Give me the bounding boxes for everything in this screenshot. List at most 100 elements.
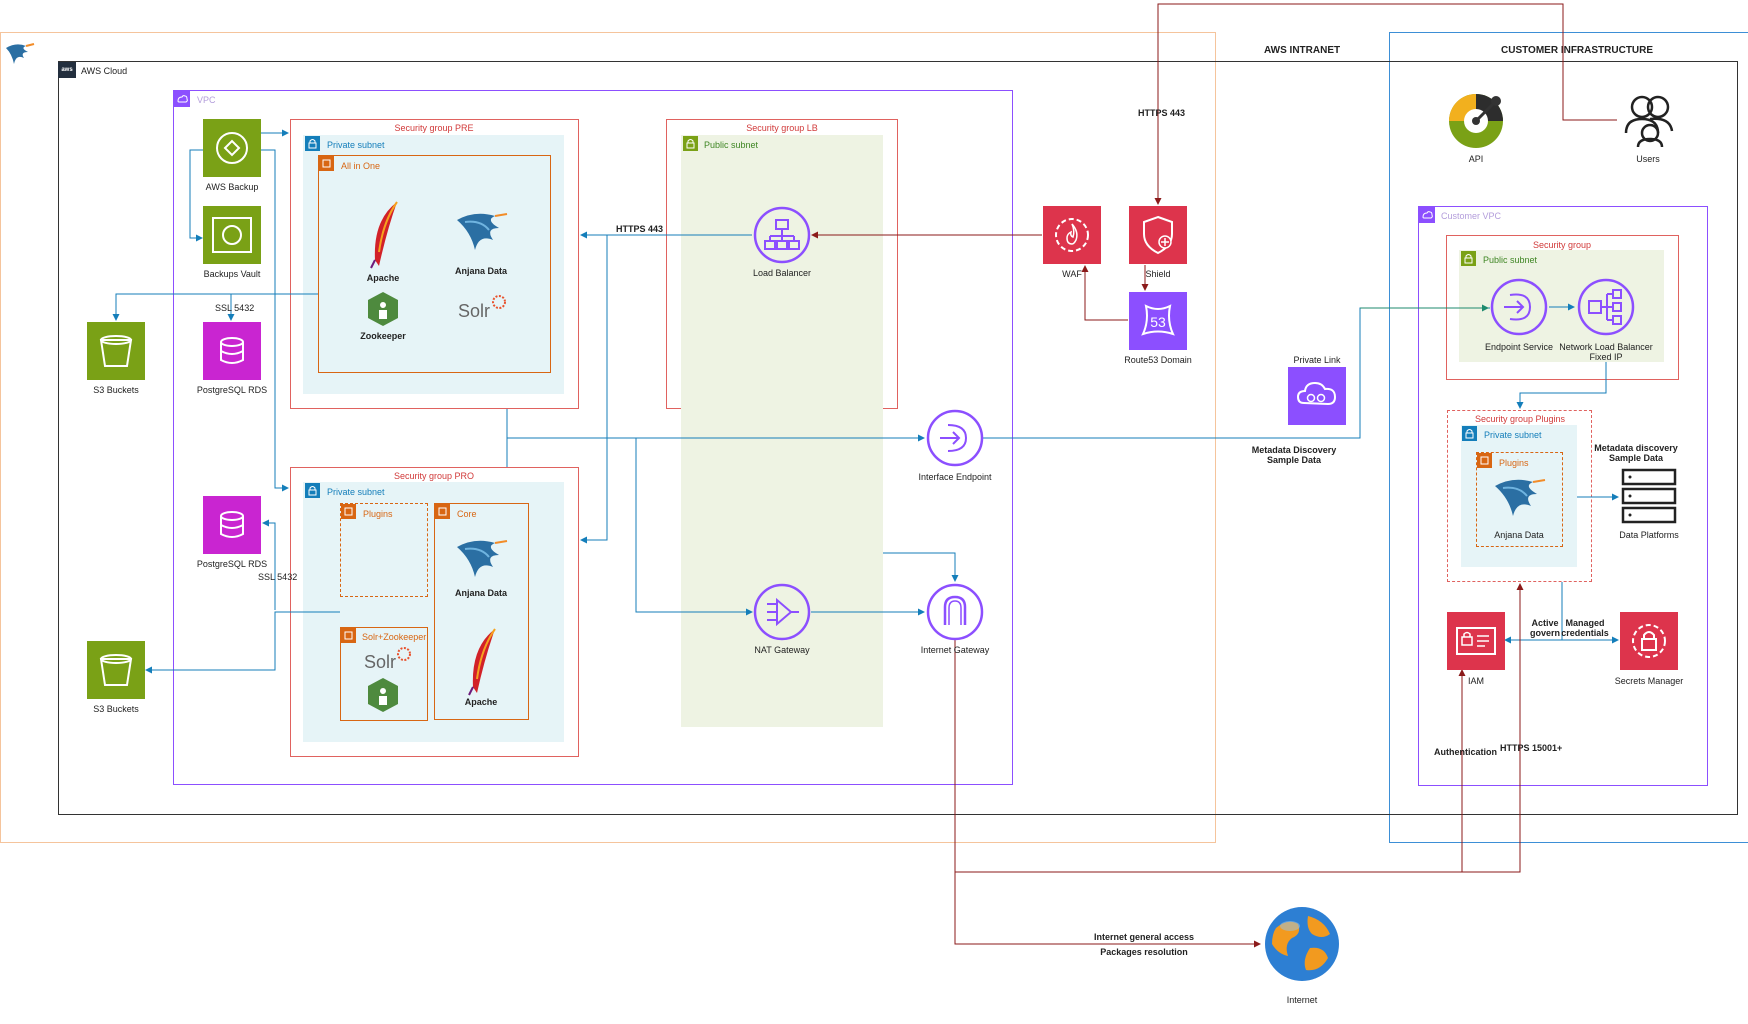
- postgres-bottom-label: PostgreSQL RDS: [196, 559, 268, 569]
- load-balancer-icon[interactable]: [753, 206, 811, 264]
- aws-intranet-title: AWS INTRANET: [1264, 45, 1341, 56]
- solr-zookeeper-group: [340, 627, 428, 721]
- public-subnet-lock-icon: [683, 136, 698, 151]
- core-title: Core: [457, 509, 477, 519]
- private-link-label: Private Link: [1293, 355, 1341, 365]
- metadata-right-label: Metadata discovery Sample Data: [1594, 443, 1678, 463]
- all-in-one-title: All in One: [341, 161, 381, 171]
- postgres-rds-bottom-icon[interactable]: [203, 496, 261, 554]
- s3-top-label: S3 Buckets: [93, 385, 139, 395]
- iam-icon[interactable]: [1447, 612, 1505, 670]
- active-govern-label: Active govern: [1529, 618, 1561, 638]
- api-icon[interactable]: [1446, 91, 1506, 151]
- edge-pre-to-endpoint: [506, 409, 925, 442]
- interface-endpoint-icon[interactable]: [926, 409, 984, 467]
- data-platforms-icon[interactable]: [1620, 467, 1678, 525]
- edge-igw-to-internet: [954, 640, 1261, 948]
- solr-zookeeper-icon: [341, 628, 356, 643]
- private-subnet-lock-icon: [305, 136, 320, 151]
- backups-vault-icon[interactable]: [203, 206, 261, 264]
- aws-cloud-group: [58, 61, 1738, 815]
- backups-vault-label: Backups Vault: [203, 269, 261, 279]
- aws-cloud-icon: aws: [58, 62, 76, 78]
- security-group-pre: [290, 119, 579, 409]
- endpoint-service-label: Endpoint Service: [1484, 342, 1554, 352]
- private-link-icon[interactable]: [1288, 367, 1346, 425]
- plugins-customer-icon: [1477, 453, 1492, 468]
- apache-feather-icon[interactable]: [363, 200, 403, 270]
- plugins-pro-icon: [341, 504, 356, 519]
- private-subnet-pro-lock-icon: [305, 483, 320, 498]
- solr-logo-icon[interactable]: [457, 294, 507, 322]
- brand-logo: [4, 38, 36, 70]
- zookeeper-pro-icon[interactable]: [366, 677, 400, 713]
- public-subnet-customer-title: Public subnet: [1483, 255, 1538, 265]
- anjana-data-plugins-icon[interactable]: [1493, 472, 1547, 522]
- aws-backup-label: AWS Backup: [205, 182, 259, 192]
- internet-label: Internet: [1286, 995, 1318, 1005]
- edge-route53-to-waf: [1081, 265, 1128, 321]
- internet-globe-icon[interactable]: [1262, 904, 1342, 984]
- data-platforms-label: Data Platforms: [1619, 530, 1679, 540]
- s3-bottom-label: S3 Buckets: [93, 704, 139, 714]
- plugins-pro-title: Plugins: [363, 509, 393, 519]
- aws-backup-icon[interactable]: [203, 119, 261, 177]
- internet-gateway-label: Internet Gateway: [920, 645, 990, 655]
- postgres-rds-icon[interactable]: [203, 322, 261, 380]
- solr-pro-icon[interactable]: [362, 646, 412, 674]
- endpoint-service-icon[interactable]: [1490, 278, 1548, 336]
- https-15001-label: HTTPS 15001+: [1500, 743, 1563, 753]
- iam-label: IAM: [1467, 676, 1485, 686]
- core-icon: [435, 504, 450, 519]
- waf-icon[interactable]: [1043, 206, 1101, 264]
- route53-label: Route53 Domain: [1124, 355, 1192, 365]
- secrets-manager-label: Secrets Manager: [1614, 676, 1684, 686]
- vpc-icon: [174, 91, 190, 107]
- security-group-plugins-title: Security group Plugins: [1474, 414, 1566, 424]
- internet-gateway-icon[interactable]: [926, 583, 984, 641]
- edge-backup-to-vault: [189, 149, 203, 242]
- api-label: API: [1468, 154, 1484, 164]
- authentication-label: Authentication: [1434, 747, 1497, 757]
- users-icon[interactable]: [1618, 89, 1678, 149]
- edge-subnet-to-igw: [883, 552, 959, 582]
- private-subnet-plugins-lock-icon: [1462, 426, 1477, 441]
- anjana-data-pro-icon[interactable]: [455, 533, 509, 583]
- shield-icon[interactable]: [1129, 206, 1187, 264]
- edge-pro-to-nat: [506, 438, 752, 612]
- https-443-top-label: HTTPS 443: [1138, 108, 1186, 118]
- security-group-plugins: [1447, 410, 1592, 582]
- solr-pro-label: Solr: [364, 652, 397, 672]
- customer-vpc-group: [1418, 206, 1708, 786]
- https-443-lb-label: HTTPS 443: [616, 224, 664, 234]
- private-subnet-plugins-title: Private subnet: [1484, 430, 1542, 440]
- users-label: Users: [1636, 154, 1660, 164]
- edge-pro-to-rds: [262, 519, 276, 610]
- edge-nlb-to-plugins: [1516, 362, 1607, 409]
- security-group-pre-title: Security group PRE: [394, 123, 474, 133]
- anjana-data-icon[interactable]: [455, 206, 509, 256]
- managed-credentials-label: Managed credentials: [1561, 618, 1609, 638]
- public-subnet-lb-title: Public subnet: [704, 140, 759, 150]
- all-in-one-icon: [319, 156, 334, 171]
- s3-bucket-icon[interactable]: [87, 322, 145, 380]
- shield-label: Shield: [1145, 269, 1171, 279]
- nat-gateway-icon[interactable]: [753, 583, 811, 641]
- apache-pro-icon[interactable]: [461, 627, 501, 697]
- secrets-manager-icon[interactable]: [1620, 612, 1678, 670]
- edge-users-to-shield: [1154, 3, 1617, 205]
- zookeeper-icon[interactable]: [366, 291, 400, 327]
- anjana-plugins-label: Anjana Data: [1494, 530, 1544, 540]
- aws-cloud-title: AWS Cloud: [81, 66, 128, 76]
- route53-icon[interactable]: 53: [1129, 292, 1187, 350]
- ssl-bottom-label: SSL 5432: [258, 572, 298, 582]
- private-subnet-pro-title: Private subnet: [327, 487, 385, 497]
- s3-bucket-bottom-icon[interactable]: [87, 641, 145, 699]
- plugins-customer-group: [1476, 452, 1563, 547]
- network-load-balancer-icon[interactable]: [1577, 278, 1635, 336]
- zookeeper-pre-label: Zookeeper: [360, 331, 406, 341]
- customer-vpc-title: Customer VPC: [1441, 211, 1502, 221]
- waf-label: WAF: [1062, 269, 1082, 279]
- customer-infrastructure-region: [1389, 32, 1748, 843]
